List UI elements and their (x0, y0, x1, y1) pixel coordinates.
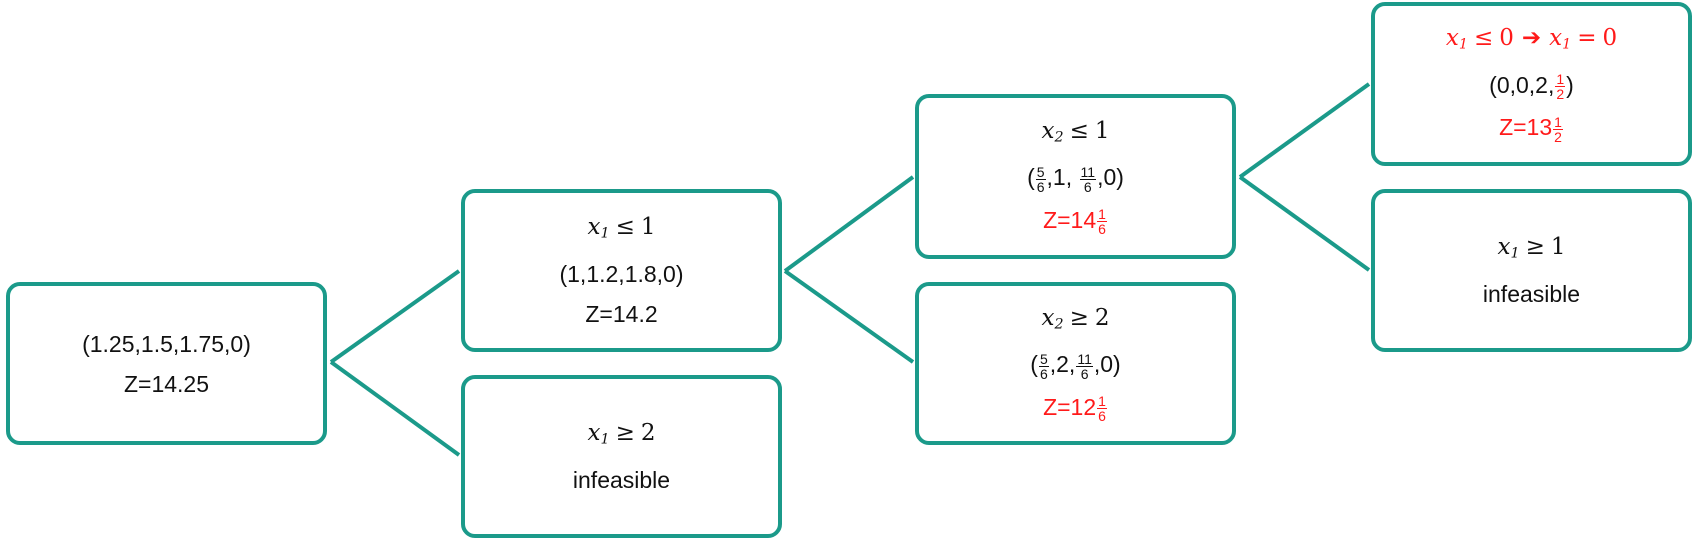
root-objective: Z=14.25 (123, 370, 210, 397)
constraint-x1-ge-1: x1≥1 (1497, 234, 1566, 262)
arrow-icon: ➔ (1521, 25, 1542, 52)
status-x1-ge-2: infeasible (572, 466, 671, 493)
constraint-x1-le-0: x1≤0➔x1=0 (1445, 25, 1618, 53)
constraint-x1-ge-2: x1≥2 (587, 420, 656, 448)
edge-x2-le-1-to-x1-le-0 (1238, 82, 1371, 179)
constraint-x2-ge-2: x2≥2 (1041, 304, 1110, 333)
node-x1-le-1: x1≤1 (1,1.2,1.8,0) Z=14.2 (461, 189, 782, 352)
edge-x1-le-1-to-x2-le-1 (783, 175, 915, 273)
edge-x2-le-1-to-x1-ge-1 (1238, 175, 1371, 272)
node-x1-ge-2: x1≥2 infeasible (461, 375, 782, 538)
objective-x1-le-1: Z=14.2 (585, 300, 658, 327)
root-point: (1.25,1.5,1.75,0) (82, 330, 251, 357)
status-x1-ge-1: infeasible (1482, 280, 1581, 307)
constraint-x2-le-1: x2≤1 (1041, 117, 1110, 146)
edge-root-to-x1-ge-2 (329, 360, 461, 457)
node-x1-ge-1: x1≥1 infeasible (1371, 189, 1692, 352)
root-node: (1.25,1.5,1.75,0) Z=14.25 (6, 282, 327, 445)
point-x1-le-1: (1,1.2,1.8,0) (559, 260, 684, 287)
edge-x1-le-1-to-x2-ge-2 (783, 269, 915, 364)
edge-root-to-x1-le-1 (329, 269, 461, 364)
constraint-x1-le-1: x1≤1 (587, 214, 656, 242)
